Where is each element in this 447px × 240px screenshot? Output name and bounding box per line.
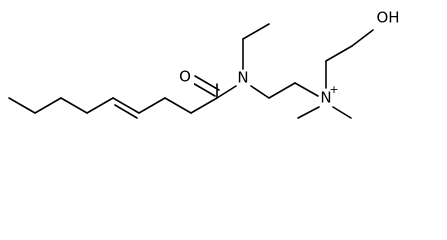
bond-n-ch2a <box>250 85 270 99</box>
bond-c5-c4 <box>86 97 114 114</box>
bond-c1-carbonyl <box>190 97 218 114</box>
bond-ethyl-c1-c2 <box>242 23 270 40</box>
bond-co-b <box>194 75 220 91</box>
carbonyl-oxygen-bg <box>176 68 194 86</box>
carbonyl-oxygen-label: O <box>179 68 191 86</box>
bond-c8-c7 <box>8 97 36 114</box>
bond-nplus-methyl-a <box>297 106 320 119</box>
bond-ch2b-nplus <box>294 82 319 97</box>
bond-carbonyl-n <box>216 85 237 99</box>
bond-c4-c3-double <box>114 104 138 119</box>
ammonium-nitrogen-label: N <box>320 89 331 107</box>
bond-c6-c5 <box>60 97 88 114</box>
bond-ch2a-ch2b <box>268 82 296 99</box>
bond-c4-c3 <box>112 97 140 114</box>
bond-c2-c1 <box>164 97 192 114</box>
bond-co-a <box>190 81 216 97</box>
bond-ch2d-oh <box>351 29 374 47</box>
ammonium-charge-label: + <box>329 83 338 96</box>
amide-nitrogen-label: N <box>237 69 248 87</box>
atom-labels: O N N + OH <box>176 9 400 107</box>
bond-c7-c6 <box>34 97 62 114</box>
chemical-structure: O N N + OH <box>8 9 400 119</box>
bond-nplus-methyl-b <box>332 106 352 119</box>
bond-ch2c-ch2d <box>325 45 353 62</box>
hydroxyl-label: OH <box>376 9 399 27</box>
skeleton-bonds <box>8 23 374 119</box>
bond-c3-c2 <box>138 97 166 114</box>
